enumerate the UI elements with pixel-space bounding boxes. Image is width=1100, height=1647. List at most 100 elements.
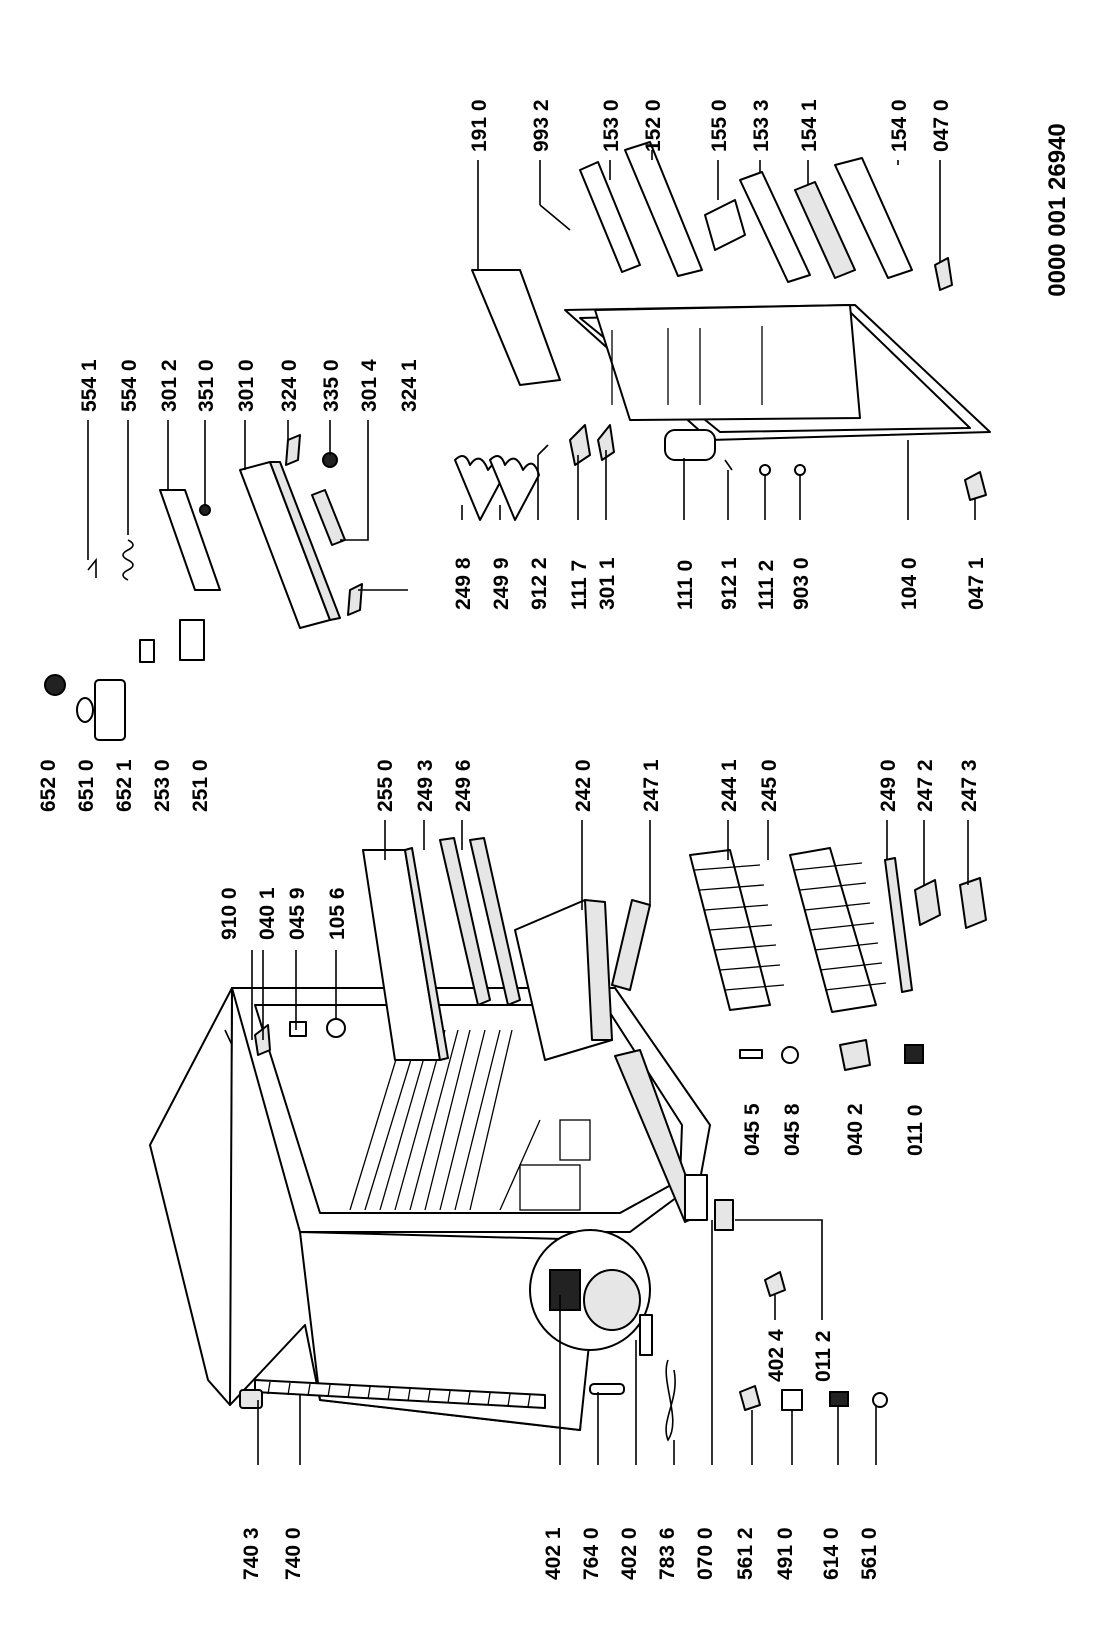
door-shelf-guard-icon (454, 455, 540, 521)
callout-label: 191 0 (468, 99, 491, 152)
callout-label: 247 2 (914, 759, 937, 812)
door-bin-icon (739, 171, 811, 283)
callout-label: 152 0 (642, 99, 665, 152)
hinge-icon (714, 1199, 734, 1231)
callout-label: 324 1 (398, 359, 421, 412)
rear-foot-icon (239, 1389, 263, 1409)
gasket-icon (471, 269, 561, 386)
callout-label: 111 0 (674, 560, 697, 610)
callout-label: 255 0 (374, 759, 397, 812)
lamp-cover-icon (94, 679, 126, 741)
callout-label: 402 4 (765, 1329, 788, 1382)
callout-label: 154 0 (888, 99, 911, 152)
switch-icon (139, 639, 155, 663)
lamp-icon (872, 1392, 888, 1408)
callout-label: 912 2 (528, 557, 551, 610)
callout-label: 301 0 (235, 359, 258, 412)
callout-label: 244 1 (718, 759, 741, 812)
callout-label: 047 0 (930, 99, 953, 152)
callout-label: 045 5 (741, 1103, 764, 1156)
door-seal-icon (664, 429, 716, 461)
callout-label: 247 3 (958, 759, 981, 812)
hinge-cover-icon (839, 1039, 871, 1071)
callout-label: 153 3 (750, 99, 773, 152)
relay-clip-icon (739, 1385, 761, 1411)
spacer-icon (289, 1021, 307, 1037)
screw-icon (724, 459, 733, 471)
bracket-icon (764, 1271, 786, 1297)
clip-icon (794, 464, 806, 476)
callout-label: 249 0 (877, 759, 900, 812)
callout-label: 491 0 (774, 1527, 797, 1580)
callout-label: 740 0 (282, 1527, 305, 1580)
callout-label: 251 0 (189, 759, 212, 812)
callout-label: 153 0 (600, 99, 623, 152)
callout-label: 740 3 (240, 1527, 263, 1580)
leader-lines (87, 150, 976, 1465)
callout-label: 040 2 (844, 1103, 867, 1156)
door-bin-icon (579, 161, 641, 273)
callout-label: 561 0 (858, 1527, 881, 1580)
wire-shelf-icon (789, 847, 887, 1013)
callout-label: 561 2 (734, 1527, 757, 1580)
cover-icon (781, 1389, 803, 1411)
callout-label: 249 8 (452, 557, 475, 610)
lamp-socket-icon (44, 674, 66, 696)
clip-icon (87, 557, 97, 578)
clip-icon (759, 464, 771, 476)
callout-label: 249 9 (490, 557, 513, 610)
bolt-icon (739, 1049, 763, 1059)
control-panel-icon (239, 461, 341, 629)
callout-label: 764 0 (580, 1527, 603, 1580)
callout-label: 047 1 (965, 557, 988, 610)
dial-icon (322, 452, 338, 468)
thermostat-housing-icon (159, 489, 221, 591)
sensor-icon (539, 204, 571, 231)
egg-tray-icon (704, 199, 746, 251)
terminal-box-icon (179, 619, 205, 661)
bushing-icon (326, 1018, 346, 1038)
callout-label: 301 2 (158, 359, 181, 412)
callout-label: 652 1 (113, 759, 136, 812)
callout-label: 111 2 (755, 560, 778, 610)
callout-label: 903 0 (790, 557, 813, 610)
callout-label: 351 0 (195, 359, 218, 412)
callout-label: 614 0 (820, 1527, 843, 1580)
foot-icon (904, 1044, 924, 1064)
foot-icon (934, 257, 953, 291)
bracket-icon (347, 583, 363, 616)
shelf-trim-icon (439, 837, 521, 1006)
callout-label: 247 1 (640, 759, 663, 812)
callout-label: 783 6 (656, 1527, 679, 1580)
callout-label: 249 3 (414, 759, 437, 812)
callout-label: 402 0 (618, 1527, 641, 1580)
compressor-icon (583, 1269, 641, 1331)
callout-label: 651 0 (75, 759, 98, 812)
callout-label: 324 0 (278, 359, 301, 412)
drain-hose-icon (665, 1359, 676, 1442)
wire-shelf-icon (689, 849, 785, 1011)
callout-label: 335 0 (320, 359, 343, 412)
document-id: 0000 001 26940 (1044, 123, 1071, 297)
plug-icon (829, 1391, 849, 1407)
callout-label: 249 6 (452, 759, 475, 812)
callout-label: 652 0 (37, 759, 60, 812)
refrigerator-door-icon (564, 304, 991, 461)
tube-icon (589, 1383, 625, 1395)
refrigerator-cabinet-icon (149, 987, 711, 1431)
callout-label: 554 1 (78, 359, 101, 412)
foot-icon (964, 471, 987, 501)
callout-label: 912 1 (718, 557, 741, 610)
shelf-rail-icon (884, 857, 913, 993)
shelf-support-icon (959, 877, 987, 929)
glass-shelf-icon (362, 847, 449, 1061)
knob-icon (199, 504, 211, 516)
callout-label: 910 0 (218, 887, 241, 940)
screw-icon (537, 444, 549, 456)
cover-icon (569, 424, 591, 466)
callout-label: 011 2 (812, 1331, 835, 1382)
callout-label: 301 4 (358, 359, 381, 412)
lamp-bulb-icon (76, 697, 94, 723)
cover-icon (597, 424, 615, 461)
